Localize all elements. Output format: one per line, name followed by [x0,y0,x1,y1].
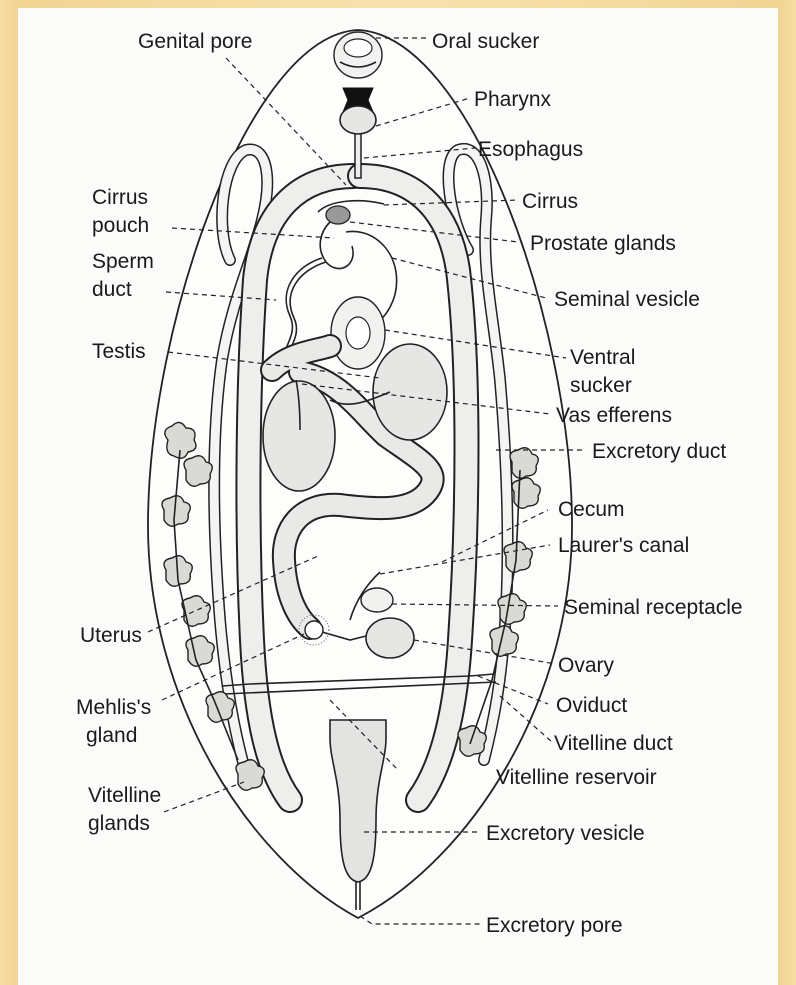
label-vitelline-reservoir: Vitelline reservoir [496,766,657,789]
label-prostate-glands: Prostate glands [530,232,676,255]
label-sperm-duct-line2: duct [92,278,132,301]
testis-right [373,344,447,440]
label-oral-sucker: Oral sucker [432,30,539,53]
label-cirrus: Cirrus [522,190,578,213]
label-ovary: Ovary [558,654,615,677]
pharynx [340,106,376,134]
label-vas-efferens: Vas efferens [556,404,672,427]
label-excretory-duct: Excretory duct [592,440,726,463]
seminal-receptacle [361,588,393,612]
label-mehlis-gland-line2: gland [86,724,137,747]
label-seminal-vesicle: Seminal vesicle [554,288,700,311]
label-seminal-receptacle: Seminal receptacle [564,596,743,619]
label-vitelline-duct: Vitelline duct [554,732,673,755]
label-uterus: Uterus [80,624,142,647]
label-pharynx: Pharynx [474,88,552,111]
label-laurers-canal: Laurer's canal [558,534,689,557]
label-excretory-vesicle: Excretory vesicle [486,822,645,845]
oral-sucker [334,32,382,78]
label-genital-pore: Genital pore [138,30,252,53]
ventral-sucker [331,297,385,369]
label-mehlis-gland-line1: Mehlis's [76,696,151,719]
label-vitelline-glands-line2: glands [88,812,150,835]
label-esophagus: Esophagus [478,138,583,161]
ovary [366,618,414,658]
label-vitelline-glands-line1: Vitelline [88,784,161,807]
label-ventral-sucker-line1: Ventral [570,346,635,369]
label-cirrus-pouch-line1: Cirrus [92,186,148,209]
label-ventral-sucker-line2: sucker [570,374,632,397]
label-sperm-duct-line1: Sperm [92,250,154,273]
label-cirrus-pouch-line2: pouch [92,214,149,237]
label-cecum: Cecum [558,498,625,521]
label-testis: Testis [92,340,146,363]
label-oviduct: Oviduct [556,694,627,717]
label-excretory-pore: Excretory pore [486,914,623,937]
